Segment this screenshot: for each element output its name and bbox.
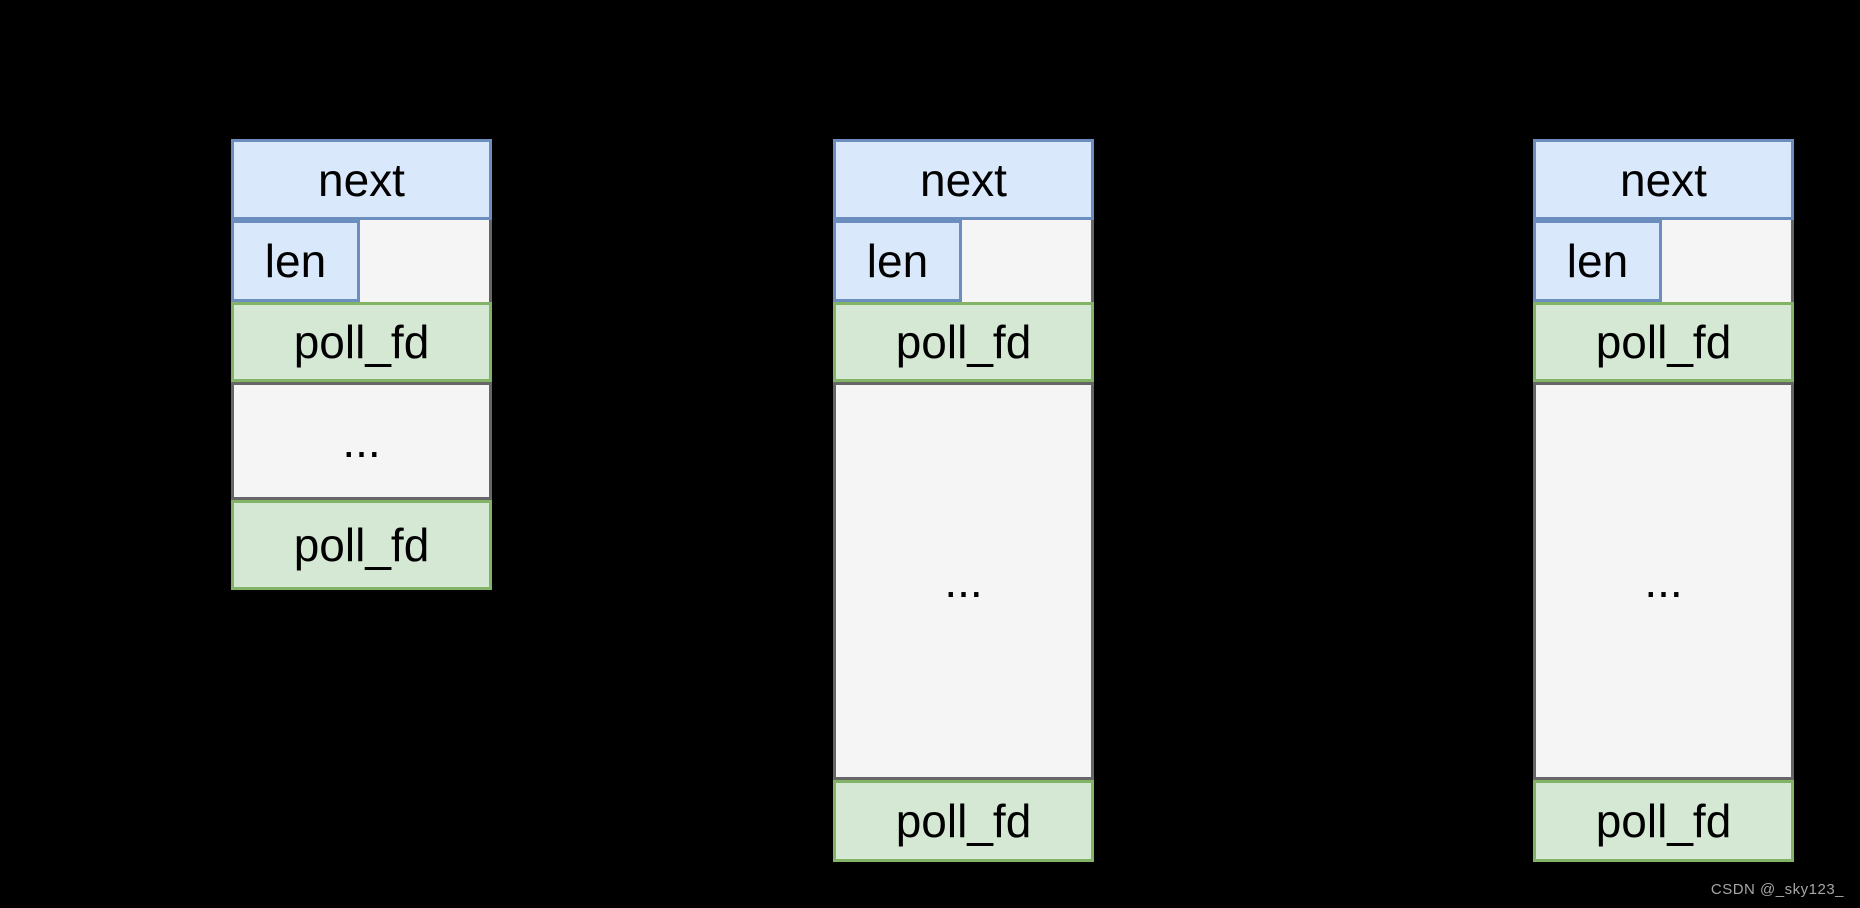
len-label: len <box>866 235 929 287</box>
ellipsis-field: ... <box>833 382 1094 780</box>
poll-fd-label: poll_fd <box>895 316 1032 368</box>
next-label: next <box>920 153 1007 206</box>
len-empty-cell <box>1662 220 1794 302</box>
poll-fd-field-first: poll_fd <box>833 302 1094 382</box>
ellipsis-field: ... <box>231 382 492 500</box>
poll-fd-field-last: poll_fd <box>1533 780 1794 862</box>
ellipsis-field: ... <box>1533 382 1794 780</box>
ellipsis-label: ... <box>1644 555 1683 607</box>
poll-fd-label: poll_fd <box>293 519 430 571</box>
len-field: len <box>1533 220 1662 302</box>
len-empty-cell <box>360 220 492 302</box>
len-empty-cell <box>962 220 1094 302</box>
ellipsis-label: ... <box>342 415 381 467</box>
len-field: len <box>231 220 360 302</box>
poll-fd-label: poll_fd <box>293 316 430 368</box>
poll-fd-field-first: poll_fd <box>231 302 492 382</box>
next-label: next <box>318 153 405 206</box>
poll-fd-field-first: poll_fd <box>1533 302 1794 382</box>
poll-fd-label: poll_fd <box>895 795 1032 847</box>
poll-fd-label: poll_fd <box>1595 795 1732 847</box>
pollfd-node-3: next len poll_fd ... poll_fd <box>1533 139 1794 862</box>
len-row: len <box>833 220 1094 302</box>
poll-fd-field-last: poll_fd <box>833 780 1094 862</box>
len-row: len <box>1533 220 1794 302</box>
ellipsis-label: ... <box>944 555 983 607</box>
next-label: next <box>1620 153 1707 206</box>
poll-fd-field-last: poll_fd <box>231 500 492 590</box>
poll-fd-label: poll_fd <box>1595 316 1732 368</box>
len-label: len <box>264 235 327 287</box>
len-field: len <box>833 220 962 302</box>
csdn-watermark: CSDN @_sky123_ <box>1710 881 1844 898</box>
pollfd-node-2: next len poll_fd ... poll_fd <box>833 139 1094 862</box>
pollfd-node-1: next len poll_fd ... poll_fd <box>231 139 492 590</box>
next-field: next <box>833 139 1094 220</box>
len-row: len <box>231 220 492 302</box>
len-label: len <box>1566 235 1629 287</box>
next-field: next <box>231 139 492 220</box>
next-field: next <box>1533 139 1794 220</box>
